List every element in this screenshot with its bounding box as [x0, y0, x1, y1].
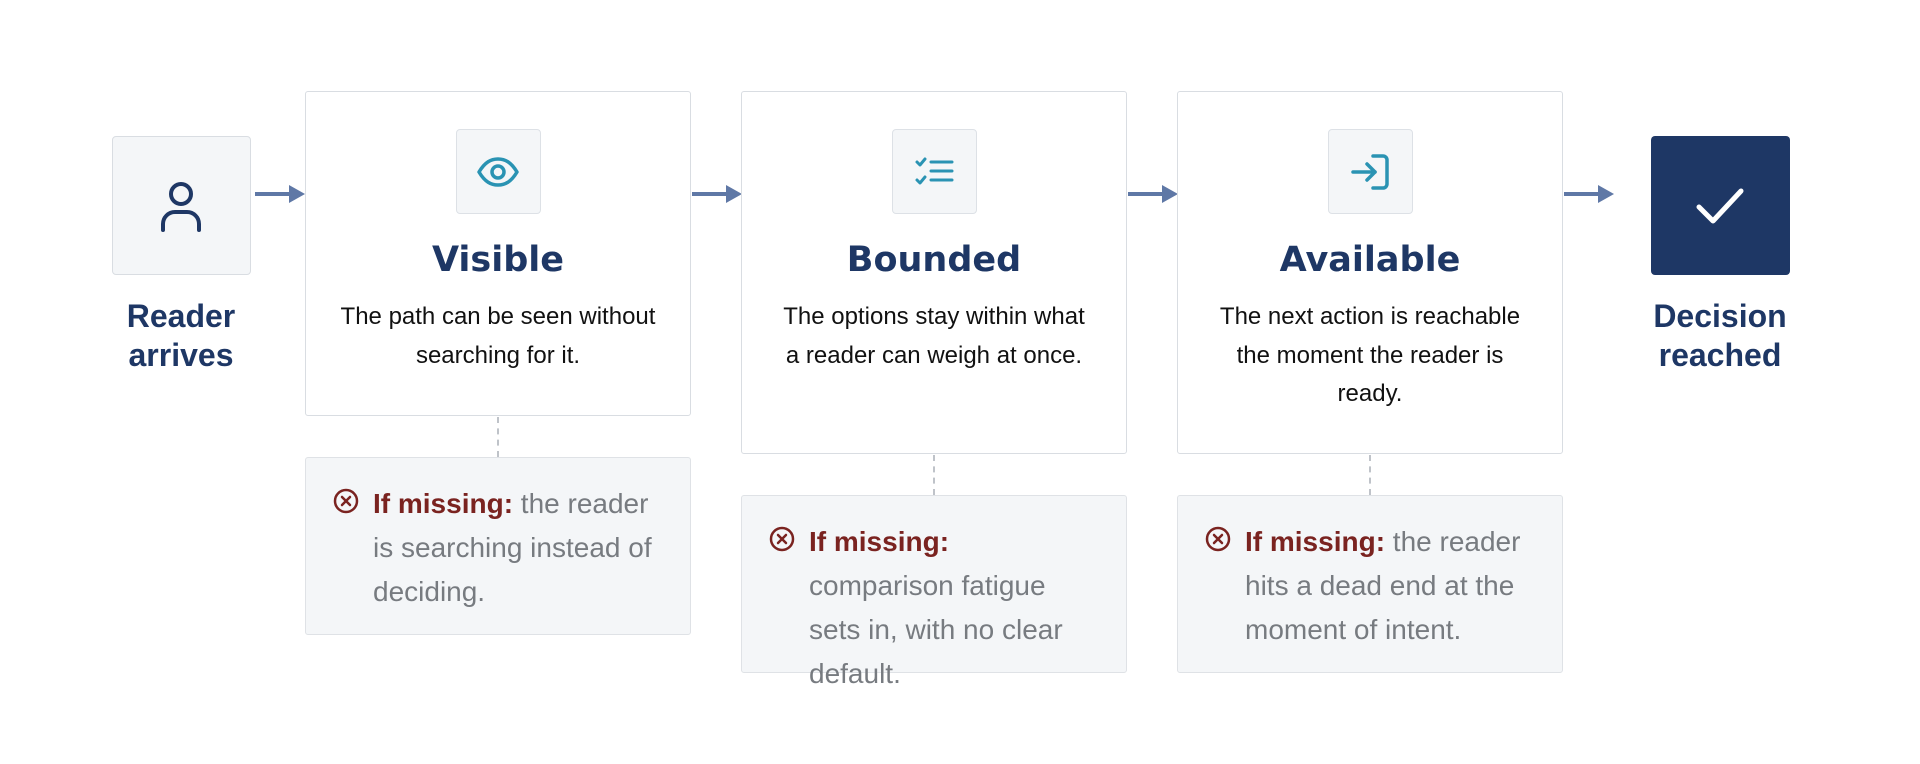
check-icon: [1696, 188, 1744, 223]
missing-note-available: If missing: the reader hits a dead end a…: [1177, 495, 1563, 673]
flow-arrow: [1564, 183, 1614, 205]
checklist-icon: [915, 157, 954, 184]
step-description: The next action is reachable the moment …: [1219, 303, 1521, 407]
step-title: Available: [1279, 240, 1461, 280]
start-label: Reader arrives: [111, 297, 251, 375]
flow-arrow: [255, 183, 305, 205]
missing-text: the reader is searching instead of decid…: [373, 488, 652, 607]
dashed-connector: [933, 455, 935, 495]
missing-note-bounded: If missing: comparison fatigue sets in, …: [741, 495, 1127, 689]
x-circle-icon: [1205, 521, 1231, 565]
start-tile: [111, 136, 251, 275]
missing-lead: If missing:: [1245, 526, 1386, 557]
missing-note-visible: If missing: the reader is searching inst…: [305, 457, 691, 635]
step-card-visible: Visible The path can be seen without sea…: [305, 91, 691, 416]
end-label: Decision reached: [1620, 297, 1820, 375]
step-title: Visible: [431, 240, 565, 280]
missing-lead: If missing:: [373, 488, 514, 519]
end-tile: [1650, 136, 1790, 275]
missing-text: comparison fatigue sets in, with no clea…: [809, 570, 1063, 689]
step-description: The path can be seen without searching f…: [340, 303, 656, 369]
missing-lead: If missing:: [809, 526, 950, 557]
end-label-line2: reached: [1658, 337, 1782, 373]
step-description: The options stay within what a reader ca…: [783, 303, 1085, 369]
step-icon-tile: [1327, 129, 1413, 214]
x-circle-icon: [333, 483, 359, 527]
dashed-connector: [497, 417, 499, 457]
missing-text: the reader hits a dead end at the moment…: [1245, 526, 1521, 645]
flow-arrow: [1128, 183, 1178, 205]
step-card-available: Available The next action is reachable t…: [1177, 91, 1563, 454]
start-node: Reader arrives: [111, 136, 251, 375]
step-card-bounded: Bounded The options stay within what a r…: [741, 91, 1127, 454]
end-label-line1: Decision: [1653, 298, 1787, 334]
start-label-line1: Reader: [126, 298, 236, 334]
step-title: Bounded: [846, 240, 1022, 280]
start-label-line2: arrives: [128, 337, 234, 373]
step-icon-tile: [891, 129, 977, 214]
step-icon-tile: [455, 129, 541, 214]
x-circle-icon: [769, 521, 795, 565]
person-icon: [161, 181, 201, 232]
flow-arrow: [692, 183, 742, 205]
sign-in-icon: [1351, 153, 1389, 190]
dashed-connector: [1369, 455, 1371, 495]
end-node: Decision reached: [1620, 136, 1820, 375]
eye-icon: [477, 156, 519, 187]
